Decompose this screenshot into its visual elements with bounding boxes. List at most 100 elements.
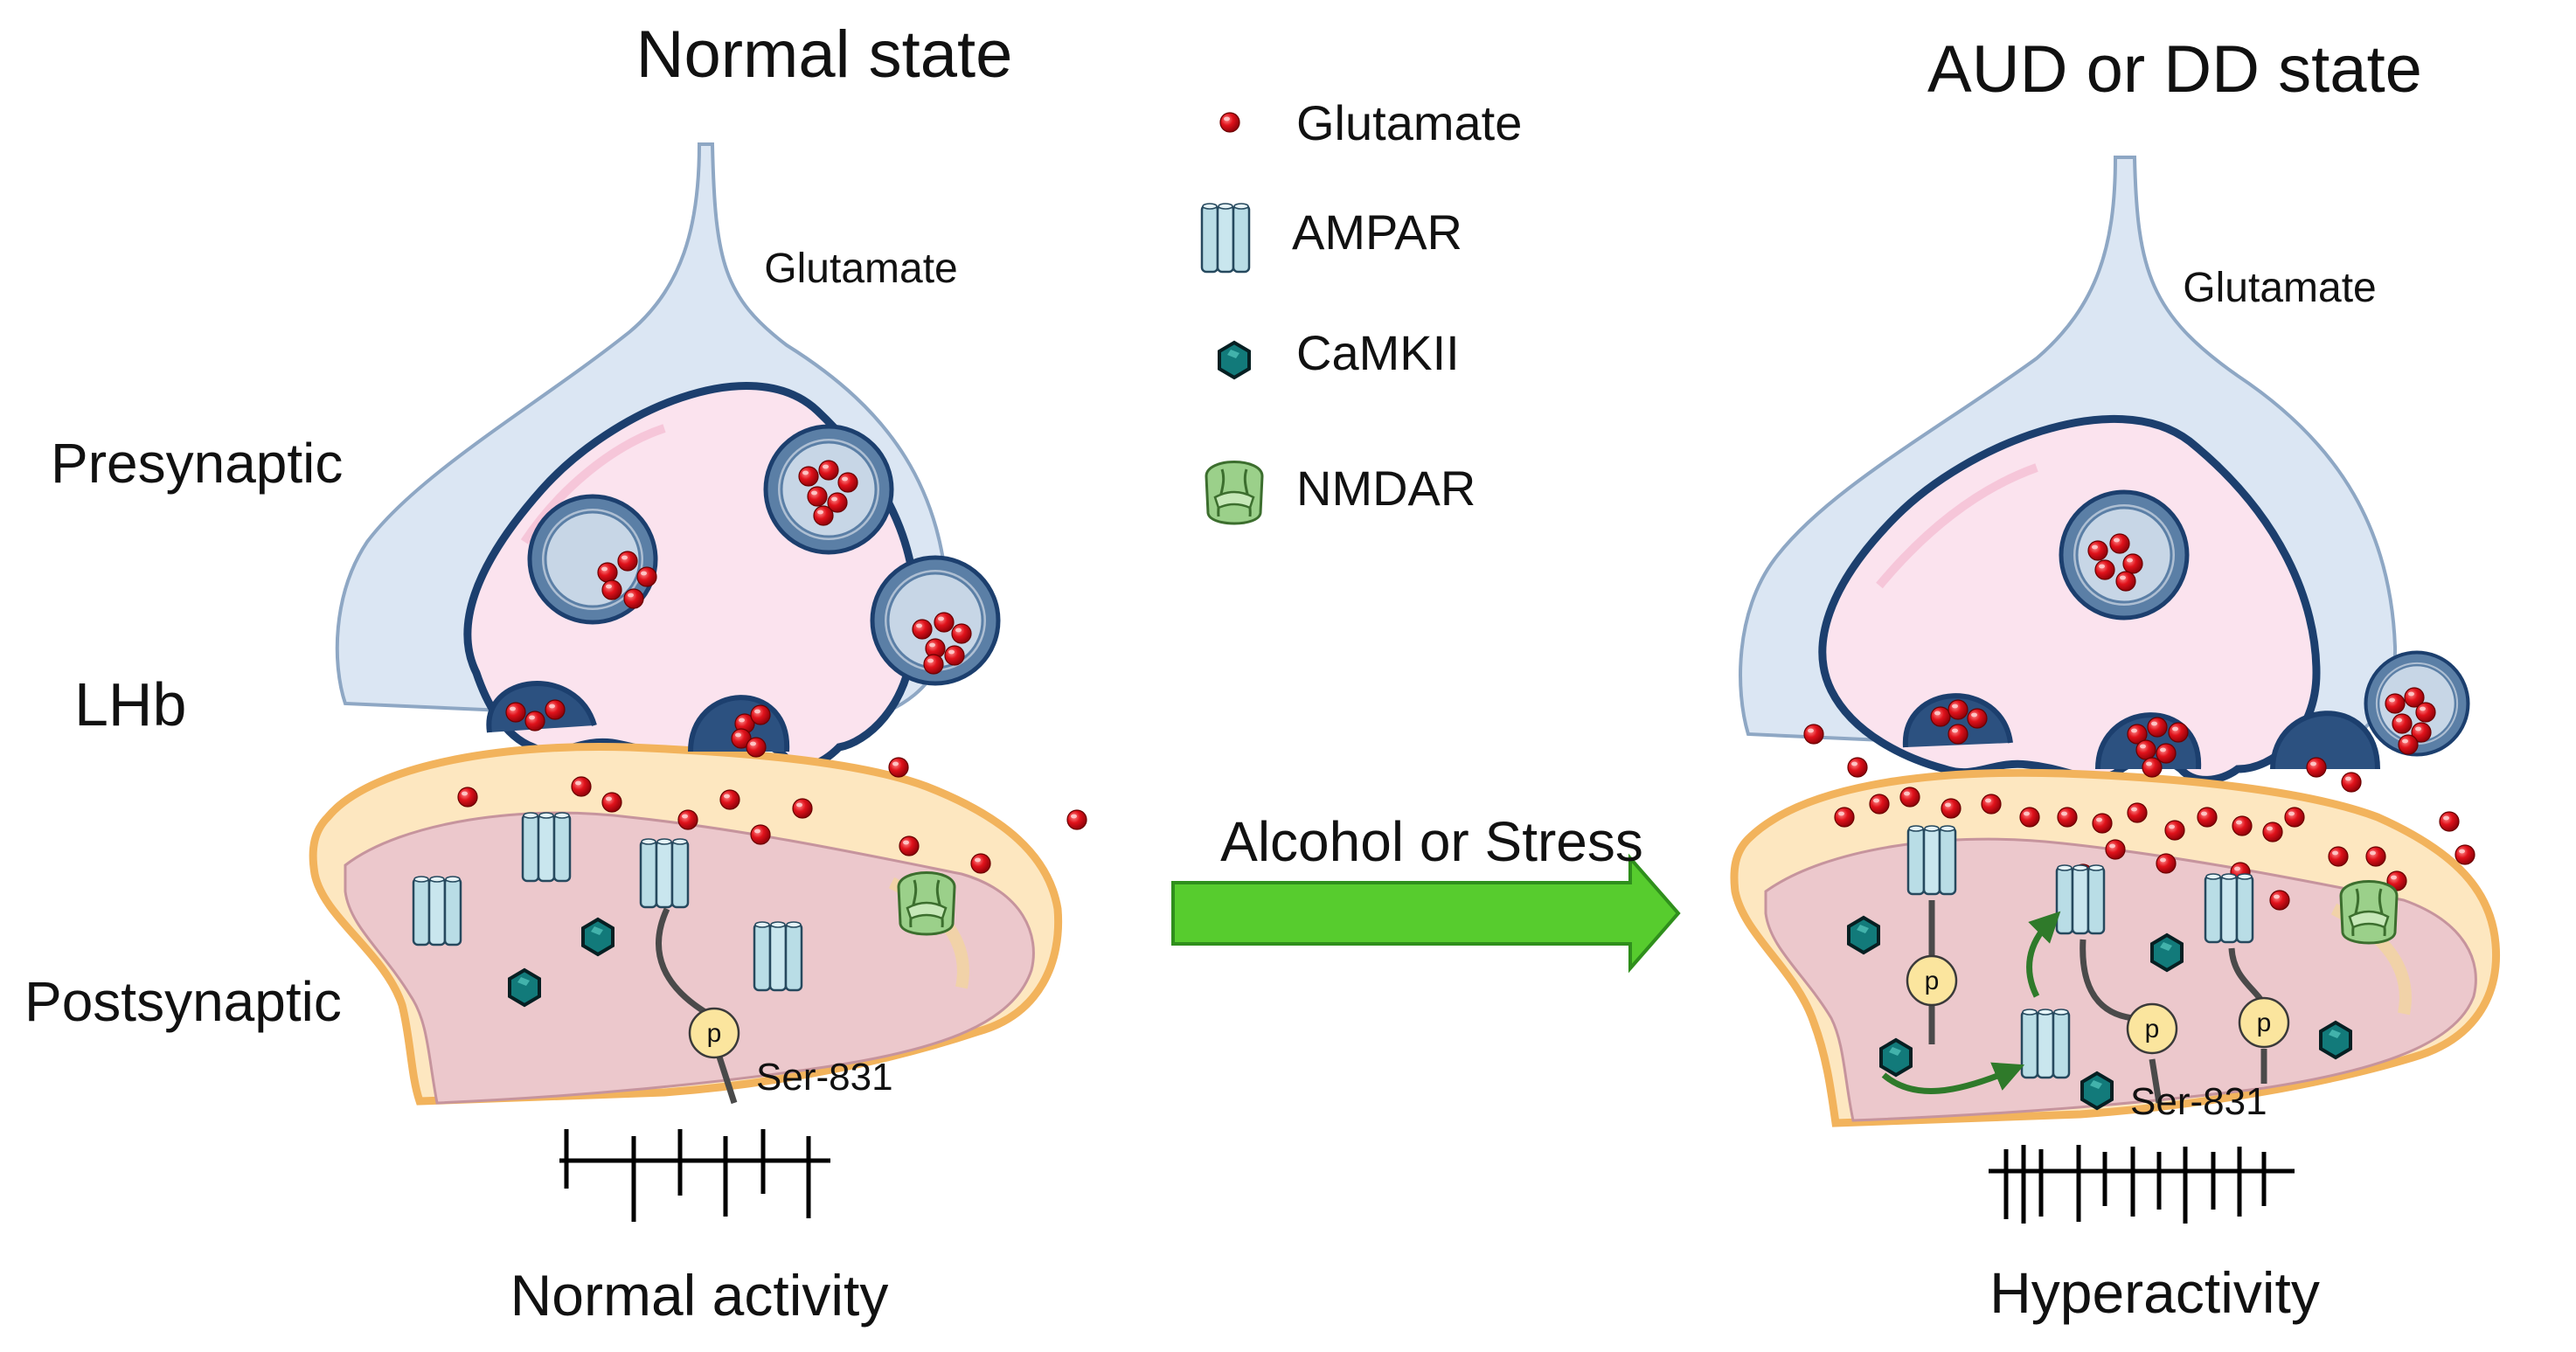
normal-glutamate-dot (505, 702, 526, 723)
normal-phospho-label: p (707, 1019, 722, 1048)
normal-glutamate-dot (944, 645, 965, 666)
normal-glutamate-dot (934, 612, 955, 633)
normal-glutamate-dot (899, 835, 920, 856)
aud-glutamate-dot (1847, 757, 1868, 778)
aud-glutamate-dot (1967, 708, 1988, 729)
ampar-channel-icon (1200, 202, 1251, 274)
aud-glutamate-dot (2092, 813, 2113, 834)
aud-glutamate-dot (1948, 699, 1968, 720)
aud-glutamate-dot (2019, 807, 2040, 828)
normal-glutamate-dot (524, 711, 545, 731)
transition-label: Alcohol or Stress (1220, 810, 1643, 873)
normal-glutamate-dot (837, 472, 858, 493)
aud-glutamate-dot (2105, 839, 2126, 860)
aud-ampar (2055, 863, 2106, 935)
aud-glutamate-dot (2439, 811, 2460, 832)
aud-glutamate-dot (2197, 807, 2218, 828)
normal-camkii (508, 968, 541, 1007)
aud-glutamate-dot (2094, 559, 2115, 580)
hyperactivity-trace (1989, 1145, 2295, 1224)
legend (1200, 112, 1264, 525)
aud-glutamate-dot (2415, 702, 2436, 723)
aud-glutamate-dot (1941, 798, 1962, 819)
camkii-hexagon-icon (1218, 341, 1251, 379)
aud-state-panel: p p p (1730, 156, 2501, 1224)
normal-state-title: Normal state (636, 17, 1013, 92)
aud-release-site-1 (1902, 693, 2013, 748)
normal-activity-trace (559, 1129, 830, 1222)
presynaptic-label: Presynaptic (51, 432, 343, 495)
aud-glutamate-dot (2341, 772, 2362, 793)
normal-glutamate-label: Glutamate (764, 246, 957, 292)
normal-glutamate-dot (818, 460, 839, 481)
normal-glutamate-dot (636, 566, 657, 587)
normal-ampar (521, 811, 572, 883)
normal-glutamate-dot (792, 798, 813, 819)
aud-glutamate-dot (2135, 739, 2156, 760)
normal-state-panel: p (309, 142, 1087, 1222)
aud-glutamate-dot (1869, 794, 1890, 815)
aud-glutamate-dot (2156, 743, 2177, 764)
aud-glutamate-dot (2057, 807, 2078, 828)
aud-phospho-label: p (2145, 1015, 2160, 1043)
normal-glutamate-dot (951, 623, 972, 644)
aud-ampar (2204, 872, 2254, 944)
aud-camkii (2319, 1021, 2352, 1059)
aud-glutamate-label: Glutamate (2183, 265, 2376, 311)
normal-glutamate-dot (545, 699, 566, 720)
normal-ampar (753, 920, 803, 992)
normal-glutamate-dot (571, 776, 592, 797)
aud-ampar (2020, 1008, 2071, 1079)
normal-glutamate-dot (623, 588, 644, 609)
aud-release-site-3 (2270, 711, 2380, 770)
lhb-region-label: LHb (74, 670, 186, 738)
aud-glutamate-dot (2142, 757, 2163, 778)
normal-glutamate-dot (617, 551, 638, 572)
postsynaptic-label: Postsynaptic (24, 970, 342, 1033)
green-arrow-icon (1171, 853, 1681, 974)
aud-glutamate-dot (2328, 846, 2349, 867)
aud-vesicle (2061, 492, 2187, 618)
aud-glutamate-dot (2168, 722, 2189, 743)
normal-activity-label: Normal activity (510, 1263, 889, 1328)
normal-glutamate-dot (813, 505, 834, 526)
normal-glutamate-dot (601, 579, 622, 600)
aud-glutamate-dot (2454, 844, 2475, 865)
aud-glutamate-dot (2392, 713, 2413, 734)
normal-postsynaptic-inner (344, 811, 1035, 1105)
aud-nmdar (2339, 880, 2399, 945)
normal-vesicle (766, 426, 892, 552)
normal-ampar (412, 875, 462, 946)
aud-glutamate-dot (1899, 787, 1920, 808)
normal-ampar (639, 837, 690, 909)
aud-trafficking-arrow (1881, 1062, 2025, 1094)
normal-glutamate-dot (719, 789, 740, 810)
aud-camkii (1847, 916, 1880, 954)
aud-camkii (1879, 1038, 1913, 1077)
normal-glutamate-dot (746, 737, 767, 758)
normal-glutamate-dot (923, 654, 944, 675)
aud-glutamate-dot (2122, 553, 2143, 574)
aud-glutamate-dot (2115, 571, 2136, 592)
aud-state-title: AUD or DD state (1927, 32, 2422, 107)
aud-postsynaptic-inner (1764, 837, 2477, 1122)
aud-ser-label: Ser-831 (2130, 1080, 2267, 1123)
normal-glutamate-dot (798, 466, 819, 487)
legend-label-ampar: AMPAR (1292, 205, 1462, 260)
normal-glutamate-dot (457, 787, 478, 808)
normal-glutamate-dot (970, 853, 991, 874)
aud-glutamate-dot (2365, 846, 2386, 867)
hyperactivity-label: Hyperactivity (1989, 1260, 2320, 1325)
aud-glutamate-dot (2385, 693, 2406, 714)
aud-phospho-label: p (1925, 967, 1940, 995)
normal-camkii (581, 918, 614, 956)
normal-ser-label: Ser-831 (756, 1056, 893, 1099)
aud-glutamate-dot (2156, 853, 2177, 874)
aud-glutamate-dot (1930, 706, 1951, 727)
normal-glutamate-dot (1066, 809, 1087, 830)
normal-glutamate-dot (807, 486, 828, 507)
aud-glutamate-dot (2232, 815, 2253, 836)
aud-glutamate-dot (1834, 807, 1855, 828)
normal-glutamate-dot (912, 619, 933, 640)
